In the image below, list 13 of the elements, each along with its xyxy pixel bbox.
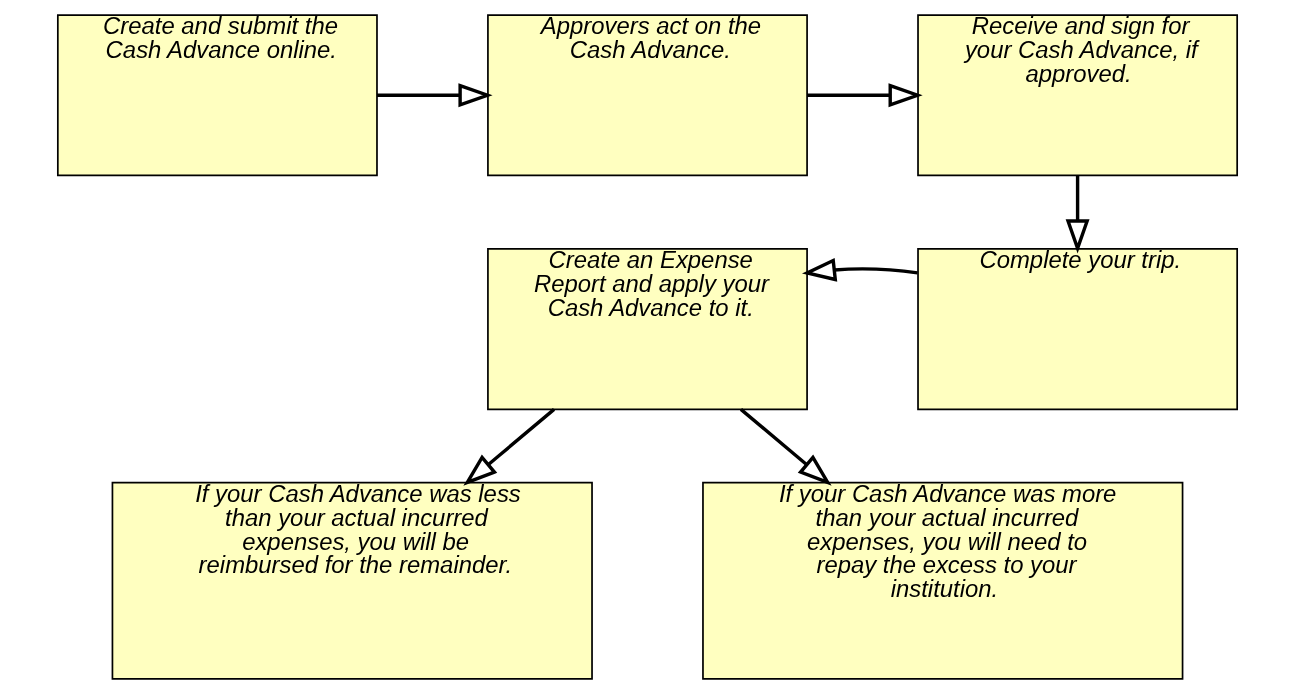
node-box: Approvers act on the Cash Advance.: [486, 14, 808, 177]
node-box: If your Cash Advance was less than your actual incurred expenses, you will be reimbursed for the remainder.: [111, 481, 593, 680]
arrow: [462, 408, 555, 486]
node-box: Create and submit the Cash Advance online.: [56, 14, 378, 177]
node-box: Complete your trip.: [916, 248, 1238, 411]
arrow: [739, 408, 832, 486]
arrow: [806, 83, 923, 108]
node-box: Receive and sign for your Cash Advance, if approved.: [916, 14, 1238, 177]
node-box: Create an Expense Report and apply your Cash Advance to it.: [486, 248, 808, 411]
arrow: [376, 83, 493, 108]
node-box: If your Cash Advance was more than your actual incurred expenses, you will need to repay the excess to your institution.: [701, 481, 1183, 680]
arrow: [1065, 175, 1090, 254]
arrow: [801, 257, 918, 282]
